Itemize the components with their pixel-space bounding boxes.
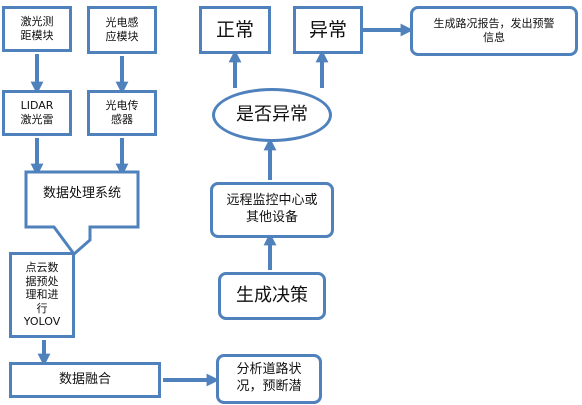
road-report-warning-box: 生成路况报告，发出预警 信息 (410, 6, 578, 56)
photo-sensing-module: 光电感 应模块 (87, 6, 157, 54)
data-fusion-box: 数据融合 (9, 362, 161, 398)
generate-decision-box: 生成决策 (218, 272, 326, 320)
analyze-road-box: 分析道路状 况，预断潜 (216, 354, 322, 404)
laser-ranging-module: 激光测 距模块 (2, 6, 72, 52)
point-cloud-preprocessing-box: 点云数 据预处 理和进 行 YOLOV (9, 252, 75, 338)
lidar-box: LIDAR 激光雷 (2, 90, 72, 136)
processing-callout-box (24, 170, 140, 257)
data-processing-label: 数据处理系统 (42, 186, 121, 201)
abnormal-box: 异常 (293, 6, 363, 54)
photoelectric-sensor-box: 光电传 感器 (87, 90, 157, 136)
is-abnormal-decision: 是否异常 (212, 88, 332, 142)
normal-box: 正常 (199, 6, 271, 54)
remote-monitoring-center-box: 远程监控中心或 其他设备 (210, 182, 334, 238)
